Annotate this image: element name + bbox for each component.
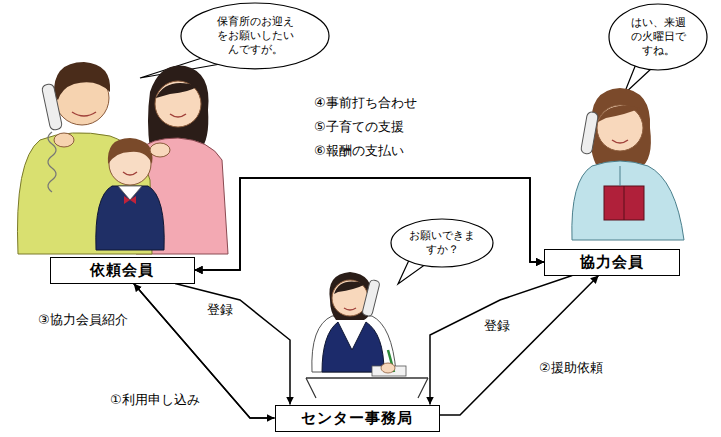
connector-arrow bbox=[440, 276, 599, 416]
speech-bubble: お願いできますか？ bbox=[390, 218, 494, 268]
vest bbox=[322, 322, 384, 372]
edge-label: ⑥報酬の支払い bbox=[312, 143, 406, 159]
mouth bbox=[170, 114, 186, 117]
connector-arrow bbox=[175, 284, 290, 405]
box-label: センター事務局 bbox=[301, 409, 413, 428]
bubble-ellipse bbox=[181, 3, 329, 69]
box-label: 協力会員 bbox=[580, 253, 644, 272]
hand bbox=[54, 133, 74, 147]
speech-text: お願いできますか？ bbox=[409, 229, 475, 257]
phone-receiver bbox=[362, 279, 380, 316]
strap bbox=[620, 166, 621, 186]
child-figure bbox=[96, 138, 170, 250]
edge-label: ⑤子育ての支援 bbox=[312, 119, 406, 135]
fringe bbox=[156, 83, 198, 98]
member-box: 依頼会員 bbox=[50, 257, 195, 284]
edge-label: ②援助依頼 bbox=[537, 360, 605, 376]
edge-label: 登録 bbox=[205, 302, 235, 318]
blouse bbox=[572, 161, 684, 240]
staff-figure bbox=[306, 272, 428, 398]
bubble-ellipse bbox=[609, 4, 707, 70]
box-label: 依頼会員 bbox=[90, 261, 154, 280]
hair bbox=[108, 138, 153, 164]
hair bbox=[54, 62, 110, 100]
hair bbox=[591, 88, 651, 168]
member-box: 協力会員 bbox=[544, 249, 680, 276]
shirt bbox=[312, 316, 396, 372]
edge-label: 登録 bbox=[482, 318, 512, 334]
desk-edge bbox=[306, 377, 428, 379]
hand bbox=[150, 143, 170, 157]
uniform bbox=[96, 186, 164, 250]
notebook bbox=[604, 186, 644, 220]
phone-receiver bbox=[41, 83, 62, 130]
connector-arrow bbox=[195, 178, 545, 270]
bubble-ellipse bbox=[391, 219, 493, 267]
face bbox=[155, 81, 201, 127]
desk-side bbox=[306, 378, 428, 398]
hair bbox=[148, 66, 209, 150]
speech-text: 保育所のお迎えをお願いしたいんですが。 bbox=[213, 15, 297, 56]
connector-arrow bbox=[430, 276, 572, 405]
mouth bbox=[72, 112, 96, 116]
face bbox=[597, 105, 643, 151]
helper-figure bbox=[572, 88, 684, 240]
fringe bbox=[598, 106, 640, 122]
phone-receiver bbox=[580, 111, 598, 154]
bow bbox=[124, 196, 136, 204]
hand bbox=[381, 363, 395, 373]
connector-arrow bbox=[195, 178, 545, 270]
connector-arrow bbox=[195, 178, 545, 270]
edge-label: ①利用申し込み bbox=[108, 392, 202, 408]
speech-bubble: はい、来週の火曜日ですね。 bbox=[608, 3, 708, 71]
speech-bubble: 保育所のお迎えをお願いしたいんですが。 bbox=[180, 2, 330, 70]
member-box: センター事務局 bbox=[275, 405, 440, 432]
mouth bbox=[612, 140, 628, 143]
notebook-spine bbox=[624, 186, 625, 220]
mouth bbox=[344, 308, 356, 310]
edge-label: ④事前打ち合わせ bbox=[312, 95, 419, 111]
speech-text: はい、来週の火曜日ですね。 bbox=[628, 16, 688, 57]
collar bbox=[118, 186, 142, 200]
edge-label: ③協力会員紹介 bbox=[36, 312, 130, 328]
fringe bbox=[334, 282, 366, 294]
mouth bbox=[123, 172, 137, 175]
